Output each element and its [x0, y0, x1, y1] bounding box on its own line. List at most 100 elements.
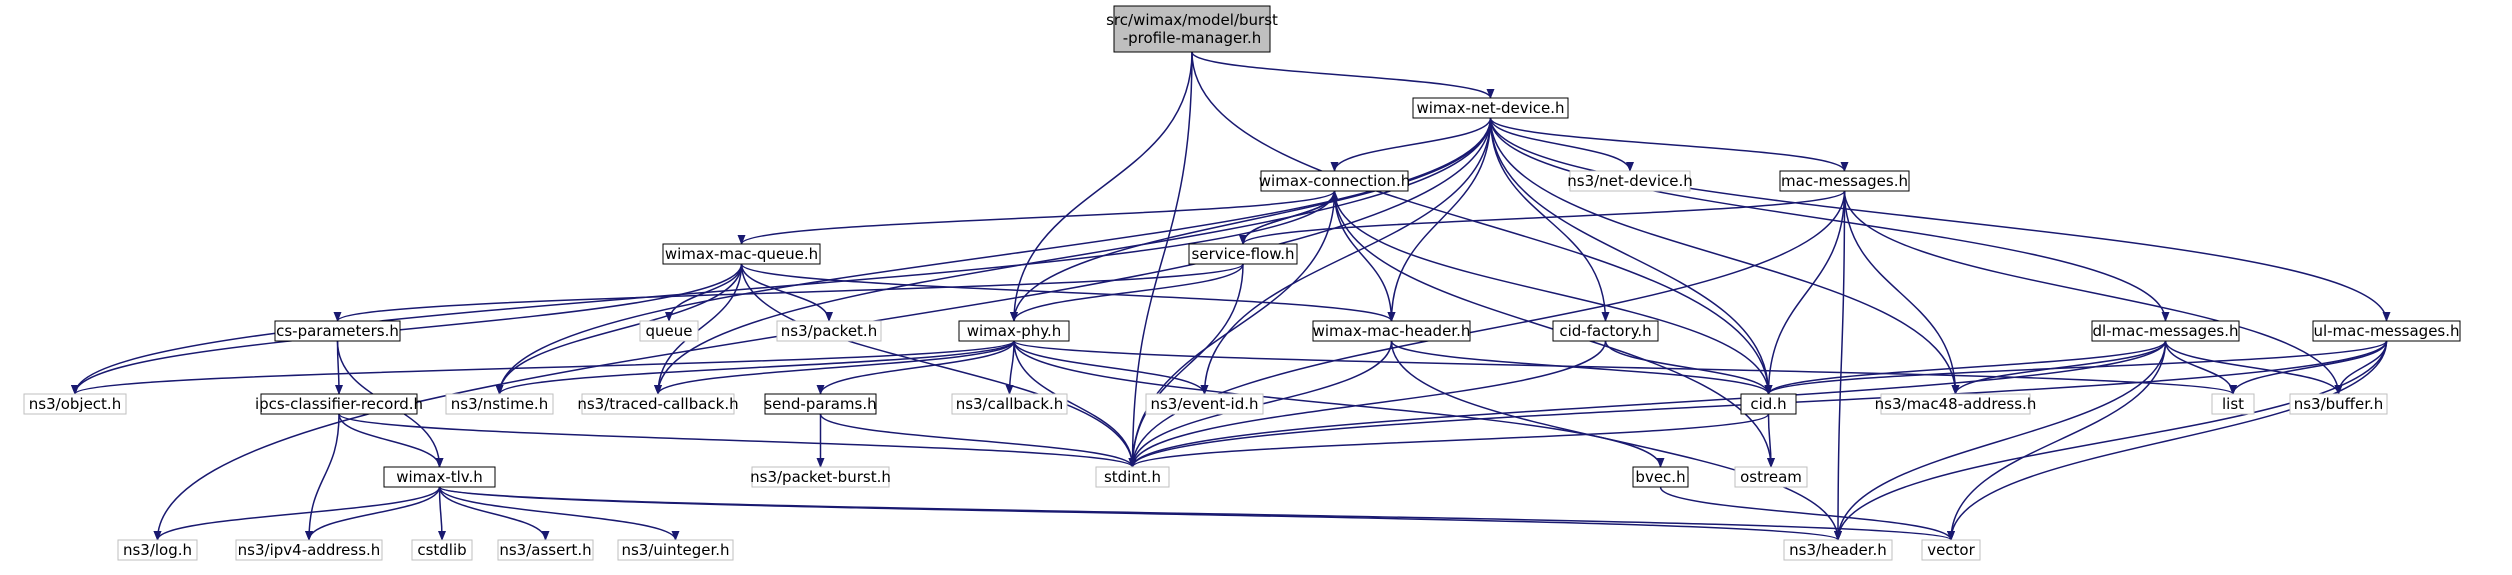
edge-bvec-to-vector — [1659, 486, 1955, 541]
edge-dlmac-to-buffer — [2164, 340, 2343, 395]
node-box — [1632, 466, 1689, 488]
edge-wphy-to-stdint — [1013, 340, 1137, 468]
node-burst[interactable]: src/wimax/model/burst-profile-manager.h — [1106, 5, 1278, 53]
node-header: ns3/header.h — [1783, 539, 1893, 561]
node-box — [1095, 466, 1170, 488]
node-wtlv[interactable]: wimax-tlv.h — [383, 466, 496, 488]
node-csparams[interactable]: cs-parameters.h — [274, 320, 401, 342]
edge-macmsg-to-stdint — [1128, 190, 1846, 468]
node-box — [1734, 466, 1808, 488]
node-box — [1783, 539, 1893, 561]
node-label: ns3/ipv4-address.h — [238, 541, 381, 559]
node-wnd[interactable]: wimax-net-device.h — [1412, 97, 1569, 119]
edge-wnd-to-eventid — [1200, 117, 1492, 395]
node-bvec[interactable]: bvec.h — [1632, 466, 1689, 488]
edge-sflow-to-csparams — [333, 263, 1244, 322]
edge-wphy-to-object — [71, 340, 1015, 395]
node-box — [445, 393, 554, 415]
node-box — [776, 320, 882, 342]
node-label: ns3/callback.h — [956, 395, 1064, 413]
node-box — [581, 393, 735, 415]
node-callback: ns3/callback.h — [951, 393, 1068, 415]
nodes-layer: src/wimax/model/burst-profile-manager.h w… — [23, 5, 2461, 561]
node-label: cstdlib — [417, 541, 466, 559]
node-box — [751, 466, 890, 488]
node-wconn[interactable]: wimax-connection.h — [1259, 170, 1410, 192]
node-cid[interactable]: cid.h — [1740, 393, 1797, 415]
node-label: wimax-mac-header.h — [1313, 322, 1471, 340]
node-label: mac-messages.h — [1781, 172, 1908, 190]
node-dlmac[interactable]: dl-mac-messages.h — [2091, 320, 2240, 342]
node-label: bvec.h — [1635, 468, 1685, 486]
node-label: ns3/mac48-address.h — [1875, 395, 2037, 413]
node-label: ns3/header.h — [1789, 541, 1887, 559]
node-box — [1880, 393, 2031, 415]
node-box — [383, 466, 496, 488]
node-label: wimax-phy.h — [967, 322, 1062, 340]
edge-wmq-to-wmh — [740, 263, 1396, 322]
node-label: list — [2222, 395, 2244, 413]
edge-sflow-to-wconn — [1242, 190, 1339, 245]
edge-wtlv-to-log — [153, 486, 441, 541]
node-box — [2211, 393, 2255, 415]
edge-wnd-to-dlmac — [1489, 117, 2170, 322]
node-label: wimax-tlv.h — [396, 468, 483, 486]
node-label: ns3/uinteger.h — [621, 541, 729, 559]
node-label: ns3/buffer.h — [2294, 395, 2384, 413]
node-cstdlib: cstdlib — [411, 539, 473, 561]
node-box — [951, 393, 1068, 415]
node-box — [1113, 5, 1271, 53]
edge-wtlv-to-cstdlib — [437, 486, 446, 541]
edge-wnd-to-wphy — [1010, 117, 1492, 322]
node-wmq[interactable]: wimax-mac-queue.h — [662, 243, 821, 265]
edge-ulmac-to-cid — [1764, 340, 2388, 395]
edge-wconn-to-wmh — [1333, 190, 1396, 322]
node-label: dl-mac-messages.h — [2092, 322, 2238, 340]
node-sflow[interactable]: service-flow.h — [1188, 243, 1298, 265]
node-label: vector — [1927, 541, 1975, 559]
edge-wtlv-to-uinteger — [438, 486, 680, 541]
edge-wnd-to-ulmac — [1489, 117, 2391, 322]
edge-wmh-to-header — [1390, 340, 1842, 541]
node-wphy[interactable]: wimax-phy.h — [958, 320, 1070, 342]
edge-wconn-to-wmq — [737, 190, 1336, 245]
node-ipcs[interactable]: ipcs-classifier-record.h — [255, 393, 423, 415]
edge-wmh-to-cid — [1390, 340, 1773, 395]
node-sendp[interactable]: send-params.h — [764, 393, 877, 415]
node-cidf[interactable]: cid-factory.h — [1552, 320, 1659, 342]
edge-dlmac-to-cid — [1764, 340, 2167, 395]
node-wmh[interactable]: wimax-mac-header.h — [1312, 320, 1471, 342]
node-box — [1779, 170, 1910, 192]
node-label: ns3/log.h — [123, 541, 192, 559]
node-box — [617, 539, 734, 561]
edge-wphy-to-eventid — [1013, 340, 1209, 395]
node-log: ns3/log.h — [117, 539, 198, 561]
node-label: service-flow.h — [1192, 245, 1295, 263]
node-label: cs-parameters.h — [276, 322, 399, 340]
edge-macmsg-to-mac48 — [1843, 190, 1960, 395]
edge-wphy-to-bvec — [1013, 340, 1665, 468]
node-box — [639, 320, 699, 342]
edge-ulmac-to-header — [1834, 340, 2388, 541]
node-box — [764, 393, 877, 415]
edge-wmq-to-packet — [740, 263, 833, 322]
node-label: ns3/nstime.h — [451, 395, 548, 413]
edge-dlmac-to-header — [1834, 340, 2167, 541]
node-label: ns3/traced-callback.h — [577, 395, 738, 413]
node-ulmac[interactable]: ul-mac-messages.h — [2312, 320, 2461, 342]
edge-wnd-to-cid — [1489, 117, 1773, 395]
node-pburst: ns3/packet-burst.h — [750, 466, 891, 488]
node-box — [411, 539, 473, 561]
edge-macmsg-to-header — [1834, 190, 1846, 541]
node-macmsg[interactable]: mac-messages.h — [1779, 170, 1910, 192]
edge-dlmac-to-stdint — [1128, 340, 2167, 468]
node-box — [2091, 320, 2240, 342]
node-box — [1188, 243, 1298, 265]
node-label: ipcs-classifier-record.h — [255, 395, 423, 413]
edge-wtlv-to-assert — [438, 486, 550, 541]
edge-wconn-to-cid — [1333, 190, 1773, 395]
node-label: ns3/packet.h — [781, 322, 877, 340]
node-netdev: ns3/net-device.h — [1567, 170, 1693, 192]
edge-ulmac-to-vector — [1947, 340, 2388, 541]
edge-wphy-to-list — [1013, 340, 2237, 395]
